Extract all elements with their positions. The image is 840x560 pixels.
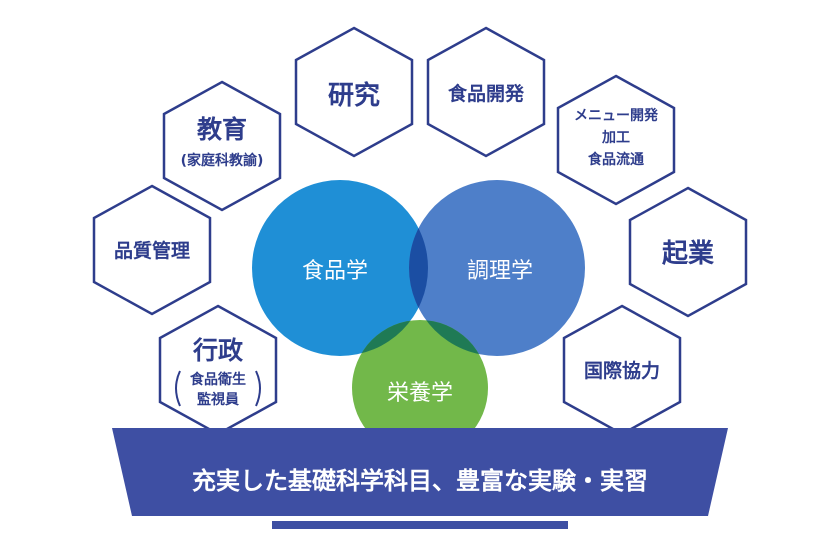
circle-label-nutrition: 栄養学 [387, 381, 453, 406]
hex-label: 研究 [328, 80, 380, 111]
hex-label: 行政 [192, 336, 244, 365]
hex-sublabel: (家庭科教諭) [181, 152, 264, 169]
bracket-left [175, 370, 181, 407]
hex-shape [426, 26, 546, 158]
hex-sublabel: 監視員 [197, 391, 239, 408]
circle-label-food: 食品学 [302, 259, 368, 284]
banner-base-line [272, 521, 568, 529]
hex-shape [294, 26, 414, 158]
circle-nutrition [352, 320, 488, 456]
hex-kigyo: 起業 [628, 186, 748, 318]
hex-shape [556, 74, 676, 206]
hex-shape [92, 184, 212, 316]
hex-label: 加工 [601, 130, 630, 146]
banner-text: 充実した基礎科学科目、豊富な実験・実習 [192, 467, 648, 495]
hex-label: 国際協力 [584, 359, 660, 382]
circle-label-cooking: 調理学 [467, 259, 533, 284]
hex-shape [628, 186, 748, 318]
hex-shape [162, 80, 282, 212]
hex-shokuhin-kaihatsu: 食品開発 [426, 26, 546, 158]
hex-label: 品質管理 [114, 239, 190, 262]
hex-sublabel: 食品衛生 [190, 371, 246, 388]
hex-kokusai: 国際協力 [562, 304, 682, 436]
bracket-right [255, 370, 261, 407]
hex-label: 食品開発 [448, 82, 525, 105]
hex-menu: メニュー開発 加工 食品流通 [556, 74, 676, 206]
hex-label: 食品流通 [588, 151, 644, 168]
hex-kyoiku: 教育 (家庭科教諭) [162, 80, 282, 212]
hex-kenkyu: 研究 [294, 26, 414, 158]
hex-shape [158, 304, 278, 436]
hex-gyosei: 行政 食品衛生 監視員 [158, 304, 278, 436]
hex-label: 教育 [197, 115, 247, 144]
hex-label: 起業 [662, 239, 714, 269]
banner-shape [112, 428, 728, 516]
circle-cooking [409, 180, 585, 356]
hex-label: メニュー開発 [574, 107, 659, 124]
circle-food [252, 180, 428, 356]
hex-hinshitsu: 品質管理 [92, 184, 212, 316]
